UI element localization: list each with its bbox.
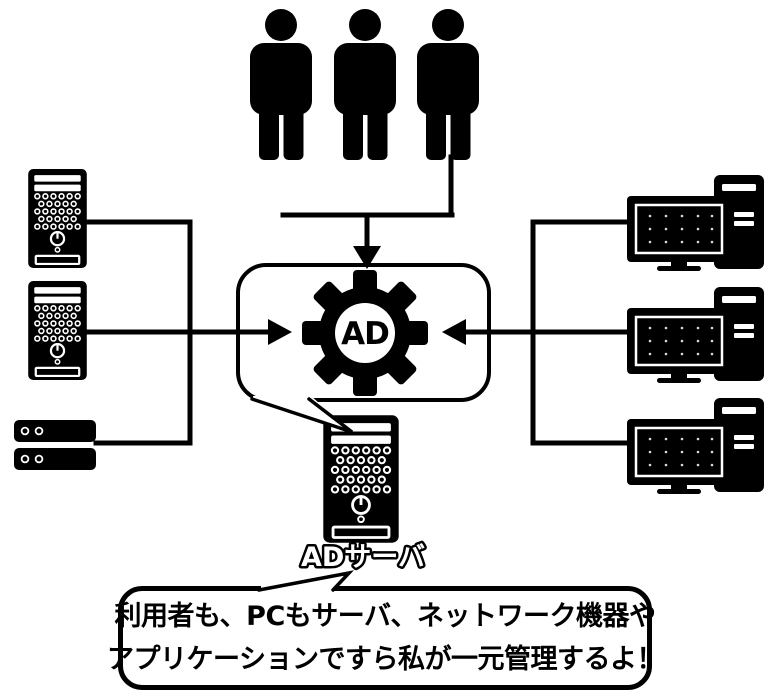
callout-text-line2: アプリケーションですら私が一元管理するよ！ xyxy=(107,644,663,675)
gear-icon: AD xyxy=(302,270,428,396)
arrow-left-icon xyxy=(442,319,466,345)
connector-lines xyxy=(85,154,631,446)
gear-label: AD xyxy=(341,316,389,352)
callout-bubble-tail xyxy=(257,570,354,592)
callout-speech-bubble: 利用者も、PCもサーバ、ネットワーク機器や アプリケーションですら私が一元管理す… xyxy=(107,586,663,690)
arrow-right-icon xyxy=(268,319,292,345)
ad-server-label: ADサーバ xyxy=(301,542,425,573)
arrow-down-icon xyxy=(353,246,381,269)
callout-text-line1: 利用者も、PCもサーバ、ネットワーク機器や xyxy=(114,601,656,632)
hub-bubble-tail xyxy=(250,396,354,434)
